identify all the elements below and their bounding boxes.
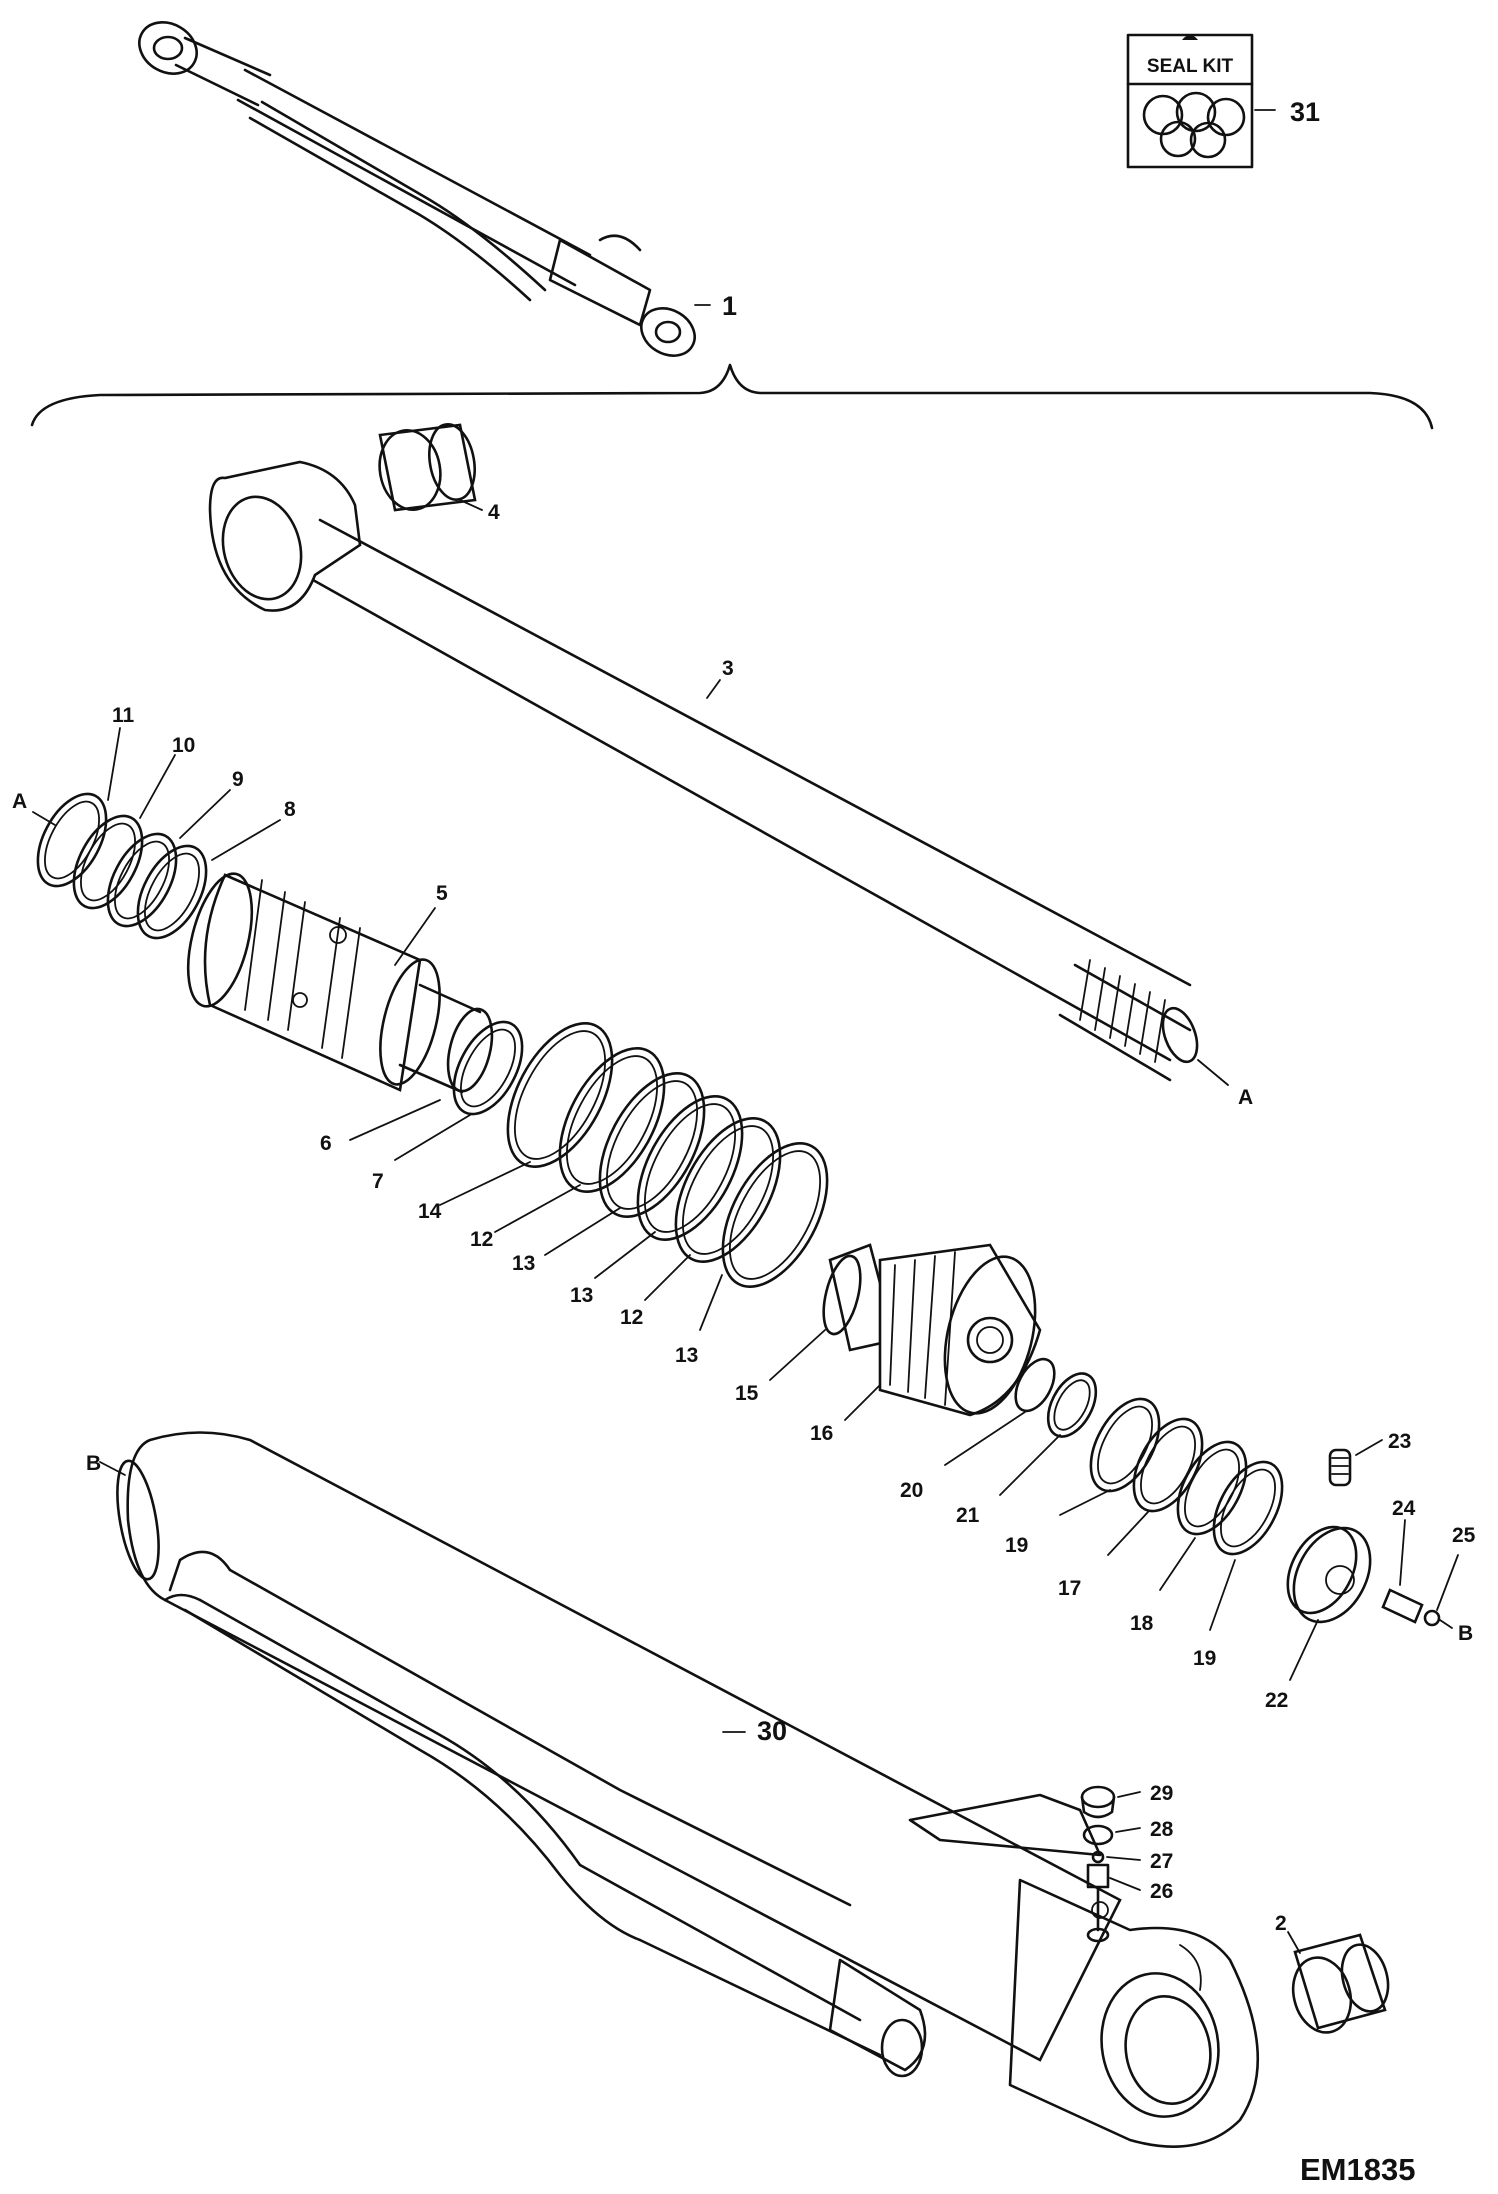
callout-27: 27 <box>1150 1850 1173 1873</box>
callout-24: 24 <box>1392 1497 1416 1520</box>
callout-7: 7 <box>372 1170 384 1193</box>
callout-13a: 13 <box>512 1252 535 1275</box>
fittings-26-29: 29 28 27 26 <box>1080 1782 1174 1943</box>
figure-id: EM1835 <box>1300 2152 1415 2187</box>
callout-22: 22 <box>1265 1689 1288 1712</box>
rings-12-14: 14 12 13 13 12 13 <box>418 1005 851 1367</box>
callout-16: 16 <box>810 1422 833 1445</box>
callout-10: 10 <box>172 734 195 757</box>
nut-and-fasteners: 22 23 24 25 B <box>1265 1430 1476 1712</box>
callout-11: 11 <box>112 704 135 727</box>
ref-label-A-left: A <box>12 790 27 813</box>
ref-label-A-rod: A <box>1238 1086 1253 1109</box>
callout-1: 1 <box>722 291 737 321</box>
callout-3: 3 <box>722 657 734 680</box>
ring-7: 6 7 <box>320 1009 538 1193</box>
cylinder-barrel-30: B 30 <box>86 1431 1260 2148</box>
callout-18: 18 <box>1130 1612 1154 1635</box>
rings-8-11: A 11 10 9 8 <box>12 704 296 951</box>
callout-2: 2 <box>1275 1912 1287 1935</box>
callout-12b: 12 <box>620 1306 643 1329</box>
piston-rod: 3 A <box>208 460 1253 1109</box>
callout-26: 26 <box>1150 1880 1173 1903</box>
callout-29: 29 <box>1150 1782 1173 1805</box>
bushing-4: 4 <box>378 423 500 524</box>
callout-13b: 13 <box>570 1284 593 1307</box>
callout-19b: 19 <box>1193 1647 1216 1670</box>
callout-17: 17 <box>1058 1577 1081 1600</box>
callout-5: 5 <box>436 882 448 905</box>
callout-19a: 19 <box>1005 1534 1028 1557</box>
ref-label-B-right: B <box>1458 1622 1473 1645</box>
callout-25: 25 <box>1452 1524 1476 1547</box>
bushing-2: 2 <box>1275 1912 1390 2034</box>
ref-label-B-barrel: B <box>86 1452 101 1475</box>
callout-8: 8 <box>284 798 296 821</box>
callout-21: 21 <box>956 1504 980 1527</box>
spacer-15-piston-16: 15 16 <box>735 1243 1042 1445</box>
assembled-cylinder-thumbnail: 1 <box>138 21 737 357</box>
callout-9: 9 <box>232 768 244 791</box>
callout-30: 30 <box>757 1716 787 1746</box>
callout-28: 28 <box>1150 1818 1174 1841</box>
callout-20: 20 <box>900 1479 923 1502</box>
seal-kit-rings-icon <box>1142 91 1246 159</box>
seal-kit-box: SEAL KIT 31 <box>1126 33 1320 169</box>
callout-31: 31 <box>1290 97 1320 127</box>
callout-14: 14 <box>418 1200 442 1223</box>
callout-13c: 13 <box>675 1344 698 1367</box>
callout-23: 23 <box>1388 1430 1411 1453</box>
callout-15: 15 <box>735 1382 759 1405</box>
callout-6: 6 <box>320 1132 332 1155</box>
rings-17-19: 19 17 18 19 <box>1005 1386 1298 1670</box>
callout-4: 4 <box>488 501 500 524</box>
seal-kit-label: SEAL KIT <box>1147 56 1234 77</box>
assembly-brace <box>30 363 1434 430</box>
rings-20-21: 20 21 <box>900 1357 1098 1527</box>
callout-12a: 12 <box>470 1228 493 1251</box>
gland-5: 5 <box>186 872 494 1094</box>
